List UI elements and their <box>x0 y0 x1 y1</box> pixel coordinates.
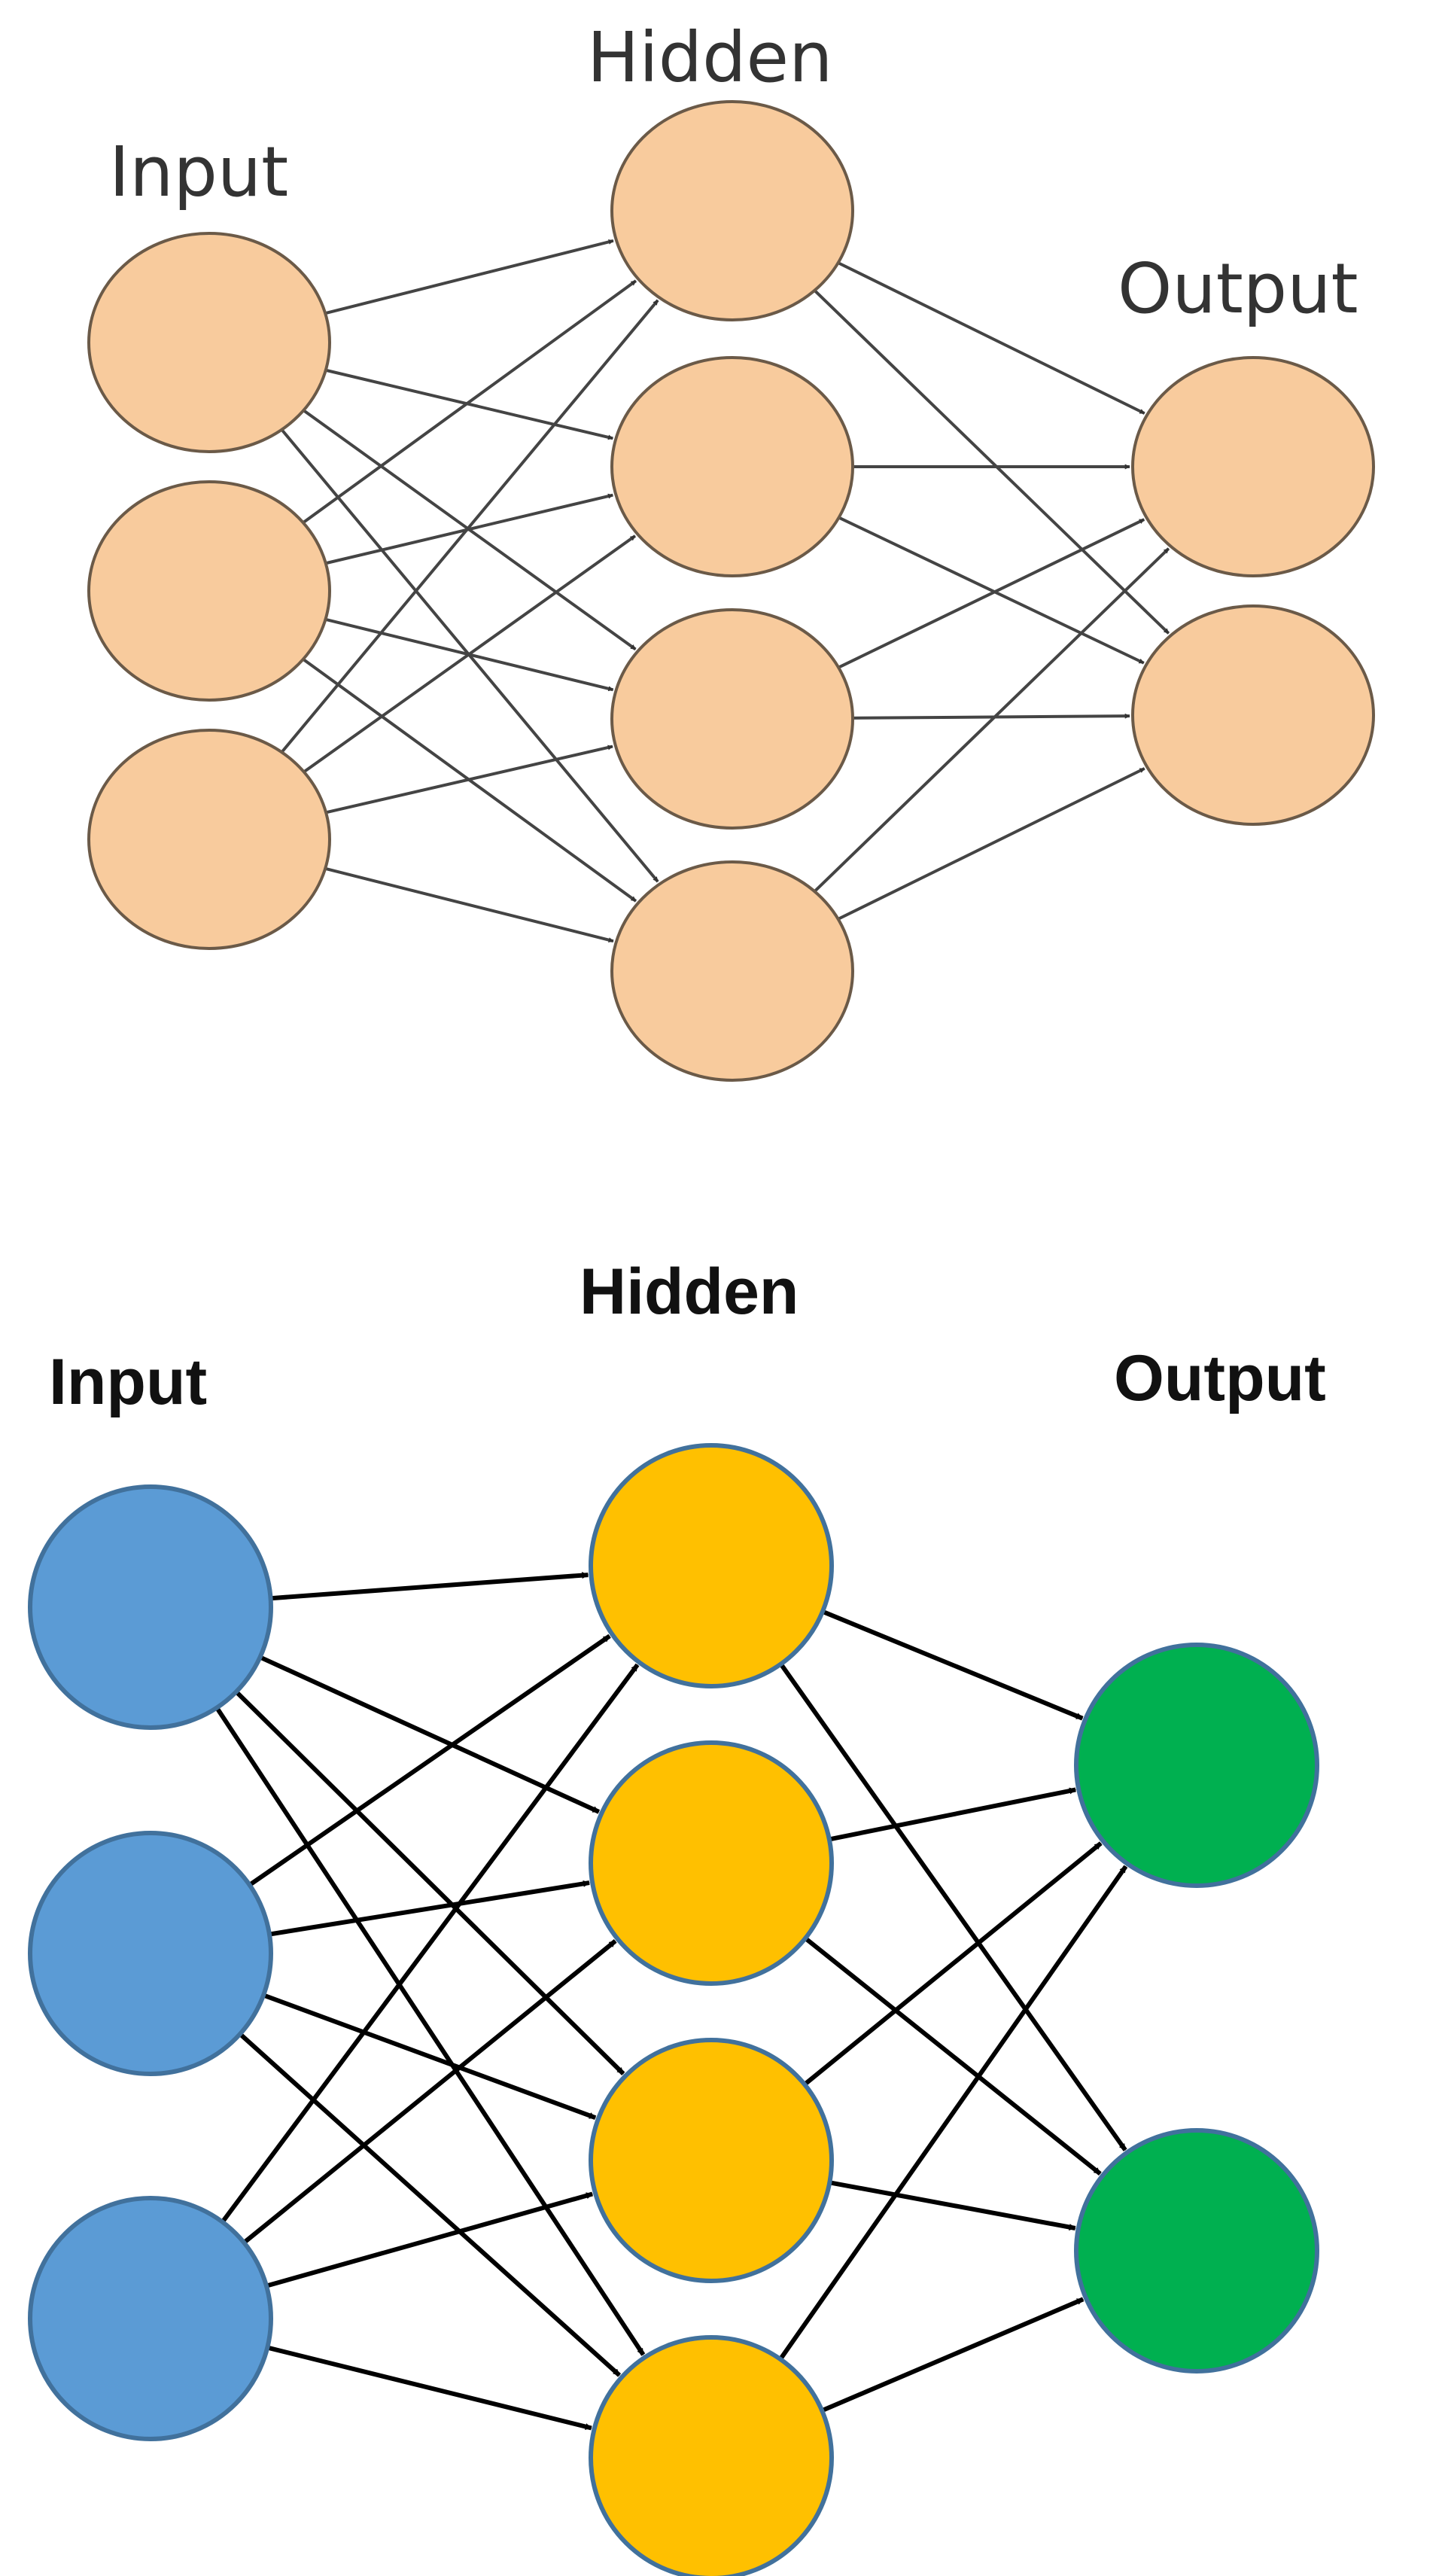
connection-arrow-input-1-to-hidden-1 <box>270 1572 589 1601</box>
output-layer-label: Output <box>1114 1342 1326 1414</box>
output-layer-label: Output <box>1118 248 1358 329</box>
nodes-top <box>87 100 1375 1082</box>
connection-arrow-hidden-4-to-output-1 <box>778 1865 1128 2361</box>
connection-arrow-hidden-2-to-output-2 <box>804 1936 1102 2176</box>
hidden-node-1 <box>610 100 854 321</box>
connection-arrow-hidden-1-to-output-2 <box>779 1662 1127 2151</box>
connection-arrow-input-3-to-hidden-4 <box>266 2345 592 2431</box>
hidden-node-3 <box>610 608 854 830</box>
connection-arrow-hidden-4-to-output-2 <box>821 2297 1085 2413</box>
connection-arrow-input-3-to-hidden-3 <box>325 744 613 815</box>
connection-arrow-hidden-3-to-output-2 <box>829 2180 1076 2230</box>
input-layer-label: Input <box>109 132 288 212</box>
connection-arrow-hidden-2-to-output-1 <box>829 1787 1077 1842</box>
connection-arrow-hidden-1-to-output-2 <box>813 289 1170 635</box>
diagram-bottom: Input Hidden Output <box>28 1256 1326 2576</box>
connection-arrow-hidden-3-to-output-1 <box>803 1841 1103 2087</box>
hidden-node-2 <box>610 356 854 577</box>
connection-arrow-input-3-to-hidden-2 <box>303 534 637 774</box>
connection-arrow-hidden-4-to-output-1 <box>813 547 1170 893</box>
connection-arrow-input-3-to-hidden-4 <box>324 866 614 943</box>
input-node-2 <box>87 480 331 702</box>
connection-arrow-input-2-to-hidden-2 <box>269 1880 590 1937</box>
connection-arrow-input-1-to-hidden-3 <box>234 1690 625 2075</box>
output-node-2 <box>1131 604 1375 826</box>
input-node-1 <box>28 1484 273 1730</box>
connection-arrow-input-3-to-hidden-2 <box>242 1939 617 2245</box>
connection-arrow-input-2-to-hidden-4 <box>238 2032 622 2377</box>
connection-arrow-input-2-to-hidden-1 <box>302 279 637 524</box>
connection-arrow-input-3-to-hidden-1 <box>280 299 659 754</box>
edges-top <box>280 239 1170 943</box>
input-node-1 <box>87 232 331 453</box>
connection-arrow-hidden-2-to-output-2 <box>838 516 1145 665</box>
input-node-2 <box>28 1831 273 2076</box>
connection-arrow-hidden-1-to-output-1 <box>837 261 1145 415</box>
output-node-2 <box>1074 2128 1319 2374</box>
connection-arrow-hidden-3-to-output-1 <box>838 518 1145 669</box>
nodes-bottom <box>28 1443 1319 2576</box>
input-layer-label: Input <box>49 1346 207 1418</box>
hidden-node-3 <box>589 2038 834 2283</box>
connection-arrow-hidden-4-to-output-2 <box>837 767 1145 921</box>
input-node-3 <box>87 729 331 950</box>
hidden-node-2 <box>589 1740 834 1986</box>
connection-arrow-input-3-to-hidden-3 <box>266 2191 594 2288</box>
hidden-layer-label: Hidden <box>587 17 832 98</box>
connection-arrow-input-1-to-hidden-4 <box>214 1706 646 2356</box>
diagram-top: Input Hidden Output <box>87 17 1375 1082</box>
hidden-node-1 <box>589 1443 834 1688</box>
hidden-layer-label: Hidden <box>580 1256 799 1328</box>
edges-bottom <box>214 1572 1128 2431</box>
connection-arrow-input-2-to-hidden-3 <box>263 1993 597 2121</box>
connection-arrow-input-1-to-hidden-2 <box>259 1655 601 1814</box>
connection-arrow-hidden-1-to-output-1 <box>821 1609 1084 1721</box>
connection-arrow-input-1-to-hidden-2 <box>325 368 614 440</box>
hidden-node-4 <box>589 2335 834 2576</box>
output-node-1 <box>1131 356 1375 577</box>
connection-arrow-hidden-3-to-output-2 <box>852 713 1130 720</box>
hidden-node-4 <box>610 860 854 1082</box>
input-node-3 <box>28 2196 273 2441</box>
output-node-1 <box>1074 1643 1319 1888</box>
connection-arrow-input-3-to-hidden-1 <box>221 1663 640 2224</box>
connection-arrow-input-1-to-hidden-1 <box>324 239 614 315</box>
connection-arrow-input-2-to-hidden-1 <box>248 1634 611 1887</box>
